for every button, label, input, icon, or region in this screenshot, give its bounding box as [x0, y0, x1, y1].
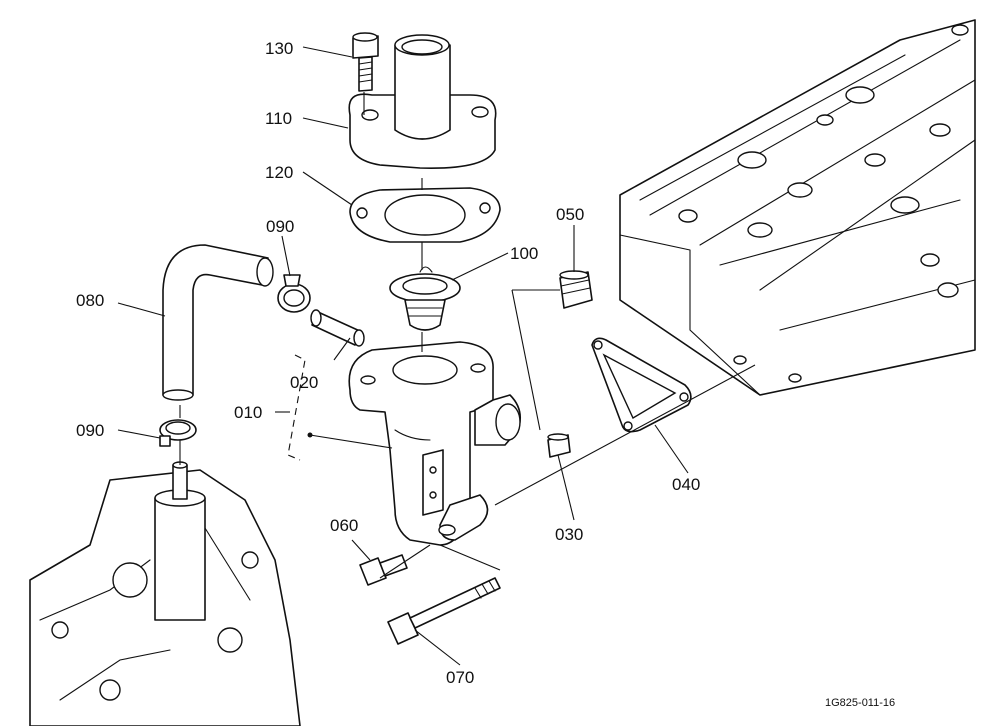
part-130-bolt	[352, 32, 379, 92]
part-110-water-flange	[348, 34, 497, 169]
part-020-pipe	[310, 309, 365, 347]
label-030: 030	[555, 525, 583, 544]
part-030-plug	[547, 433, 571, 458]
label-060: 060	[330, 516, 358, 535]
label-050: 050	[556, 205, 584, 224]
engine-block	[29, 461, 301, 726]
label-130: 130	[265, 39, 293, 58]
label-070: 070	[446, 668, 474, 687]
part-100-thermostat	[389, 266, 461, 331]
part-090-clamp-lower	[159, 419, 197, 447]
assembly-lines	[179, 92, 756, 579]
part-labels: 130 110 120 090 080 020 100 050 010 090 …	[76, 39, 895, 709]
drawing-code: 1G825-011-16	[825, 697, 895, 709]
part-070-bolt	[387, 577, 501, 645]
part-060-bolt	[359, 554, 408, 586]
part-010-thermostat-housing	[348, 341, 521, 546]
part-050-plug	[559, 270, 593, 309]
leader-lines	[117, 46, 689, 666]
label-110: 110	[265, 109, 292, 128]
label-120: 120	[265, 163, 293, 182]
label-080: 080	[76, 291, 104, 310]
label-010: 010	[234, 403, 262, 422]
label-040: 040	[672, 475, 700, 494]
cylinder-head	[619, 19, 976, 396]
part-120-gasket	[349, 187, 501, 243]
label-090-lower: 090	[76, 421, 104, 440]
part-090-clamp-upper	[277, 274, 311, 313]
part-080-hose	[162, 244, 274, 401]
label-020: 020	[290, 373, 318, 392]
label-090-upper: 090	[266, 217, 294, 236]
label-100: 100	[510, 244, 538, 263]
part-040-gasket	[591, 337, 692, 433]
